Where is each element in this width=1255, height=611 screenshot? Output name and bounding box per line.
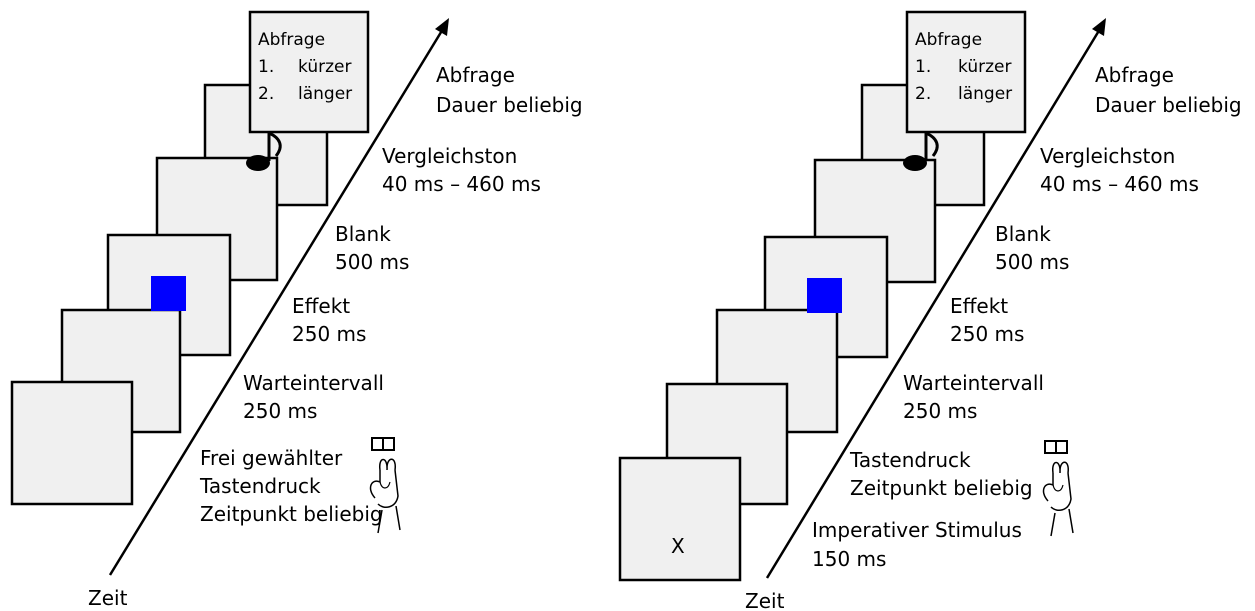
left-phase-wait-name: Warteintervall bbox=[243, 371, 384, 395]
left-phase-effect-name: Effekt bbox=[292, 294, 350, 318]
right-frame-stimulus bbox=[618, 456, 742, 582]
right-panel: Abfrage 1. kürzer 2. länger X Zeit Abfra… bbox=[618, 10, 1242, 611]
left-query-title: Abfrage bbox=[258, 30, 325, 50]
right-phase-blank-name: Blank bbox=[995, 222, 1051, 246]
left-frame-keypress bbox=[10, 380, 134, 506]
right-phase-wait-name: Warteintervall bbox=[903, 371, 1044, 395]
right-query-item2-text: länger bbox=[958, 84, 1012, 104]
right-phase-keypress-name: Tastendruck bbox=[849, 448, 971, 472]
right-query-item1-text: kürzer bbox=[958, 57, 1011, 77]
left-phase-keypress-detail2: Zeitpunkt beliebig bbox=[200, 502, 383, 526]
arrowhead-icon bbox=[435, 18, 449, 36]
right-phase-stimulus-detail: 150 ms bbox=[812, 547, 886, 571]
right-axis-label: Zeit bbox=[745, 589, 785, 611]
right-phase-query-name: Abfrage bbox=[1095, 63, 1174, 87]
left-phase-blank-detail: 500 ms bbox=[335, 250, 409, 274]
left-phase-tone-name: Vergleichston bbox=[382, 144, 517, 168]
right-query-item1-num: 1. bbox=[915, 57, 931, 77]
right-phase-tone-detail: 40 ms – 460 ms bbox=[1040, 172, 1199, 196]
left-phase-tone-detail: 40 ms – 460 ms bbox=[382, 172, 541, 196]
right-query-item2-num: 2. bbox=[915, 84, 931, 104]
hand-keypress-icon bbox=[1042, 440, 1074, 537]
left-phase-keypress-name: Frei gewählter bbox=[200, 446, 343, 470]
left-timeline-arrow bbox=[108, 23, 448, 576]
right-phase-effect-detail: 250 ms bbox=[950, 322, 1024, 346]
right-frame-query bbox=[905, 10, 1027, 134]
hand-keypress-icon bbox=[369, 437, 401, 534]
left-phase-keypress-detail: Tastendruck bbox=[199, 474, 321, 498]
left-panel: Abfrage 1. kürzer 2. länger Zeit Abfrage… bbox=[10, 10, 583, 610]
music-note-icon bbox=[903, 131, 939, 171]
right-phase-query-detail: Dauer beliebig bbox=[1095, 93, 1242, 117]
right-phase-wait-detail: 250 ms bbox=[903, 399, 977, 423]
arrowhead-icon bbox=[1092, 18, 1106, 36]
left-query-item1-text: kürzer bbox=[298, 57, 351, 77]
left-phase-query-detail: Dauer beliebig bbox=[436, 93, 583, 117]
effect-square bbox=[807, 278, 842, 313]
left-query-item1-num: 1. bbox=[258, 57, 274, 77]
right-phase-keypress-detail: Zeitpunkt beliebig bbox=[850, 476, 1033, 500]
left-phase-query-name: Abfrage bbox=[436, 63, 515, 87]
left-axis-label: Zeit bbox=[88, 586, 128, 610]
stimulus-x-mark: X bbox=[671, 534, 685, 558]
left-query-item2-num: 2. bbox=[258, 84, 274, 104]
right-phase-blank-detail: 500 ms bbox=[995, 250, 1069, 274]
left-phase-wait-detail: 250 ms bbox=[243, 399, 317, 423]
left-frame-query bbox=[248, 10, 370, 134]
effect-square bbox=[151, 276, 186, 311]
left-phase-blank-name: Blank bbox=[335, 222, 391, 246]
right-phase-tone-name: Vergleichston bbox=[1040, 144, 1175, 168]
left-phase-effect-detail: 250 ms bbox=[292, 322, 366, 346]
right-timeline-arrow bbox=[765, 23, 1105, 579]
music-note-icon bbox=[246, 131, 282, 171]
left-query-item2-text: länger bbox=[298, 84, 352, 104]
right-query-title: Abfrage bbox=[915, 30, 982, 50]
right-phase-stimulus-name: Imperativer Stimulus bbox=[812, 518, 1022, 542]
right-phase-effect-name: Effekt bbox=[950, 294, 1008, 318]
